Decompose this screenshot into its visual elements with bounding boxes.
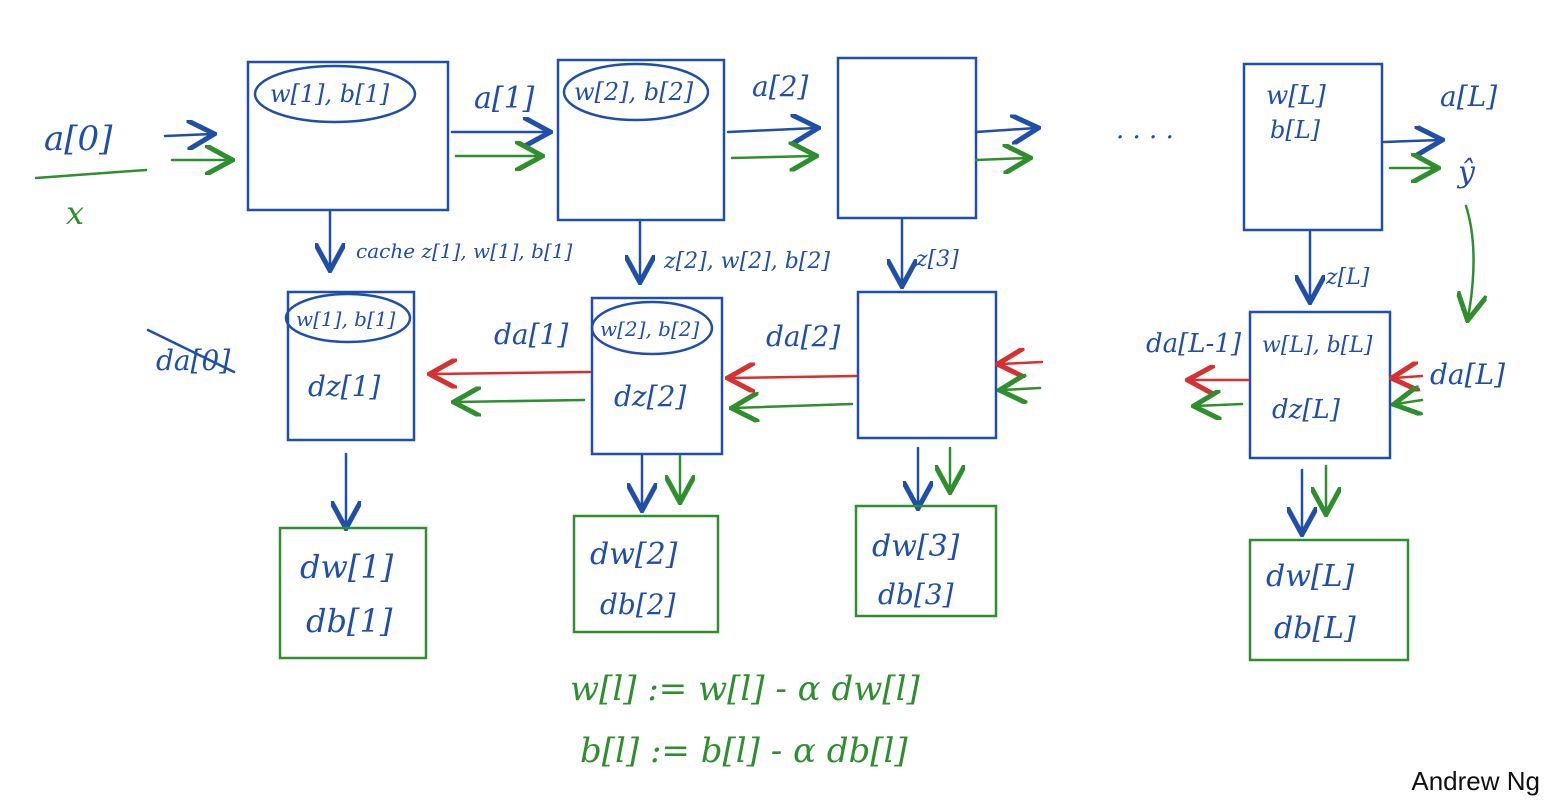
back-arrow-red-3	[1000, 362, 1044, 364]
backward-box-1-params: w[1], b[1]	[296, 307, 395, 331]
grad-box-L-db: db[L]	[1274, 611, 1356, 646]
label-da2: da[2]	[766, 320, 840, 353]
grad-box-2	[572, 514, 720, 634]
label-yhat: ŷ	[1456, 155, 1476, 190]
da0-strike	[146, 328, 236, 374]
credit-text: Andrew Ng	[1411, 766, 1540, 796]
grad-box-3-db: db[3]	[878, 578, 954, 611]
backward-box-1-dz: dz[1]	[308, 370, 380, 403]
label-a0: a[0]	[44, 119, 113, 159]
forward-box-3	[836, 56, 978, 220]
grad-box-L-dw: dw[L]	[1266, 559, 1355, 594]
a0-x-divider	[34, 168, 148, 180]
back-arrow-green-3	[1002, 388, 1042, 390]
grad-box-1	[278, 526, 428, 660]
grad-box-3-dw: dw[3]	[872, 529, 960, 564]
back-arrow-red-2	[730, 376, 858, 378]
label-cache-3: z[3]	[915, 247, 959, 272]
params-ellipse-2	[562, 62, 710, 122]
backward-box-2-dz: dz[2]	[614, 380, 686, 413]
grad-box-L	[1248, 538, 1410, 662]
backward-box-L-dz: dz[L]	[1272, 395, 1341, 425]
arrow-a0-blue	[163, 134, 212, 136]
backward-box-2	[590, 296, 724, 456]
arrow-2-green	[730, 156, 814, 158]
label-cache-1: cache z[1], w[1], b[1]	[356, 239, 572, 263]
grad-box-1-dw: dw[1]	[300, 548, 394, 586]
back-arrow-green-L-out	[1196, 404, 1244, 406]
back-arrow-green-1	[456, 400, 586, 402]
label-cache-2: z[2], w[2], b[2]	[663, 249, 830, 274]
back-arrow-green-2	[734, 404, 854, 408]
label-aL: a[L]	[1440, 80, 1497, 113]
back-arrow-green-L-in	[1396, 400, 1424, 404]
arrow-aL-blue	[1382, 140, 1440, 142]
label-da1: da[1]	[494, 318, 568, 351]
back-arrow-red-L-in	[1394, 376, 1424, 378]
grad-box-2-dw: dw[2]	[590, 537, 678, 572]
label-da0: da[0]	[156, 344, 230, 377]
label-a2: a[2]	[752, 70, 808, 103]
forward-box-L-params-w: w[L]	[1266, 81, 1327, 111]
backward-box-L-params: w[L], b[L]	[1262, 333, 1373, 358]
forward-box-1	[246, 60, 450, 212]
params-ellipse-1	[253, 64, 417, 124]
forward-box-1-params: w[1], b[1]	[270, 80, 390, 108]
backward-box-2-params: w[2], b[2]	[600, 317, 699, 341]
arrow-a3-blue	[974, 128, 1036, 132]
backward-box-1	[286, 290, 416, 442]
grad-box-2-db: db[2]	[600, 588, 676, 621]
label-daL: da[L]	[1430, 358, 1505, 391]
label-x: x	[66, 194, 84, 232]
update-rule-b: b[l] := b[l] - α db[l]	[580, 731, 908, 771]
label-daLm1: da[L-1]	[1146, 329, 1242, 359]
back-params-ellipse-1	[284, 292, 412, 344]
label-dots: · · · ·	[1116, 123, 1174, 153]
grad-box-1-db: db[1]	[306, 602, 393, 640]
forward-box-2-params: w[2], b[2]	[574, 78, 694, 106]
arrow-yhat-to-daL	[1466, 204, 1474, 318]
grad-box-3	[854, 504, 998, 618]
arrow-a2-blue	[726, 128, 816, 132]
forward-box-L	[1242, 62, 1384, 232]
forward-box-2	[556, 58, 726, 222]
forward-box-L-params-b: b[L]	[1270, 116, 1321, 144]
update-rule-w: w[l] := w[l] - α dw[l]	[570, 669, 920, 709]
label-a1: a[1]	[474, 81, 535, 116]
label-cache-L: z[L]	[1325, 265, 1370, 290]
backward-box-3	[856, 290, 998, 440]
back-arrow-red-1	[432, 372, 592, 374]
back-params-ellipse-2	[590, 300, 714, 356]
arrow-3-green	[974, 158, 1028, 160]
